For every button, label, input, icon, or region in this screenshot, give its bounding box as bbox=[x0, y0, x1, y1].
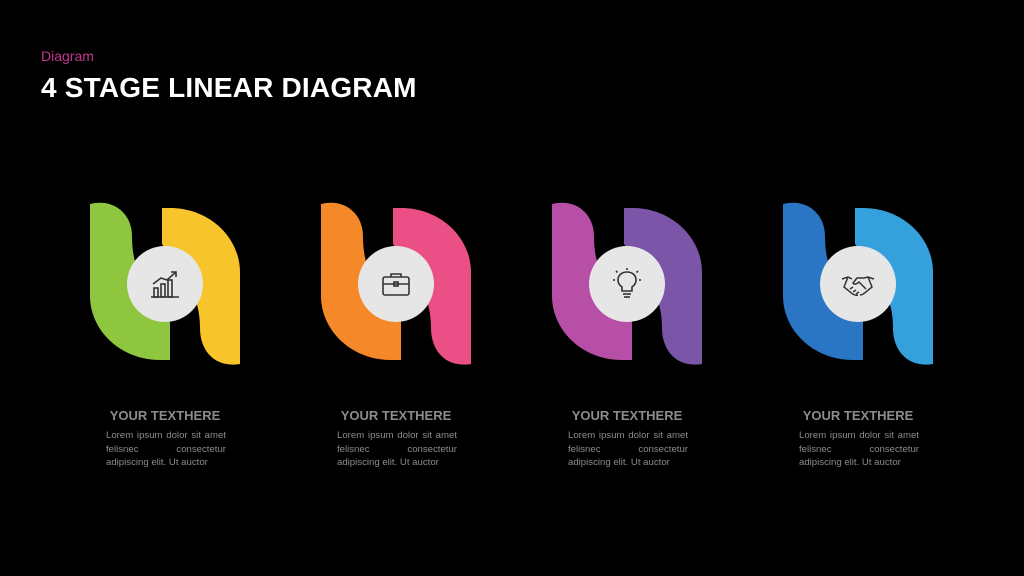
handshake-icon bbox=[841, 276, 875, 296]
stage-2: YOUR TEXTHERE Lorem ipsum dolor sit amet… bbox=[321, 200, 481, 480]
stage-1-icon-badge bbox=[127, 246, 203, 322]
stage-1-text: Lorem ipsum dolor sit amet felisnec cons… bbox=[106, 430, 226, 468]
slide-title: 4 STAGE LINEAR DIAGRAM bbox=[41, 72, 417, 103]
stage-3-icon-badge bbox=[589, 246, 665, 322]
stage-2-text: Lorem ipsum dolor sit amet felisnec cons… bbox=[337, 430, 457, 468]
slide-kicker: Diagram bbox=[41, 48, 94, 64]
stage-2-icon-badge bbox=[358, 246, 434, 322]
stage-3-heading: YOUR TEXTHERE bbox=[571, 408, 683, 423]
briefcase-icon bbox=[382, 273, 410, 296]
stage-3: YOUR TEXTHERE Lorem ipsum dolor sit amet… bbox=[552, 200, 712, 480]
stage-2-heading: YOUR TEXTHERE bbox=[340, 408, 452, 423]
stage-4-text: Lorem ipsum dolor sit amet felisnec cons… bbox=[799, 430, 919, 468]
lightbulb-icon bbox=[613, 268, 641, 298]
stage-4-icon-badge bbox=[820, 246, 896, 322]
stage-3-text: Lorem ipsum dolor sit amet felisnec cons… bbox=[568, 430, 688, 468]
stage-4: YOUR TEXTHERE Lorem ipsum dolor sit amet… bbox=[783, 200, 943, 480]
stage-1-heading: YOUR TEXTHERE bbox=[109, 408, 221, 423]
growth-chart-icon bbox=[151, 271, 179, 298]
stage-1: YOUR TEXTHERE Lorem ipsum dolor sit amet… bbox=[90, 200, 250, 480]
stage-4-heading: YOUR TEXTHERE bbox=[802, 408, 914, 423]
